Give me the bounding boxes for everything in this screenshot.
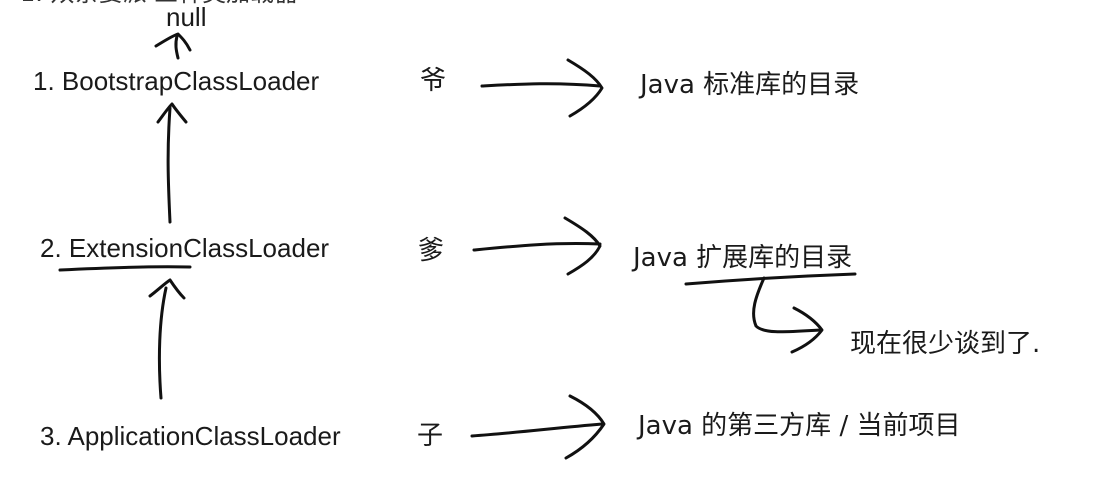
role-dad: 爹 (418, 236, 445, 266)
arrow-grandpa-shaft (480, 82, 602, 88)
top-cut-heading: 1. 双亲委派 三种类加载器 (20, 0, 298, 8)
arrow-bootstrap-to-null (174, 34, 180, 60)
extension-target-underline (684, 272, 857, 286)
arrow-son-head (564, 394, 606, 460)
extension-underline (58, 265, 192, 272)
note-hook-shaft (752, 276, 822, 334)
role-son: 子 (417, 421, 444, 451)
extension-target-label: Java 扩展库的目录 (633, 243, 853, 273)
arrow-application-to-extension (157, 286, 168, 400)
arrow-head-bootstrap (156, 102, 188, 124)
null-label: null (166, 2, 207, 32)
role-grandpa: 爷 (420, 66, 447, 96)
arrow-head-extension (148, 278, 186, 300)
arrow-extension-to-bootstrap (166, 106, 172, 224)
extension-note: 现在很少谈到了. (850, 329, 1041, 359)
arrow-dad-shaft (472, 241, 602, 252)
application-target-label: Java 的第三方库 / 当前项目 (638, 411, 961, 441)
extension-loader-label: 2. ExtensionClassLoader (40, 233, 330, 263)
arrow-head-null (154, 32, 192, 52)
arrow-grandpa-head (566, 58, 604, 118)
arrow-son-shaft (470, 422, 604, 438)
bootstrap-target-label: Java 标准库的目录 (640, 70, 860, 100)
application-loader-label: 3. ApplicationClassLoader (40, 421, 341, 451)
note-hook-head (790, 306, 824, 354)
arrow-dad-head (563, 216, 602, 276)
bootstrap-loader-label: 1. BootstrapClassLoader (33, 66, 320, 96)
